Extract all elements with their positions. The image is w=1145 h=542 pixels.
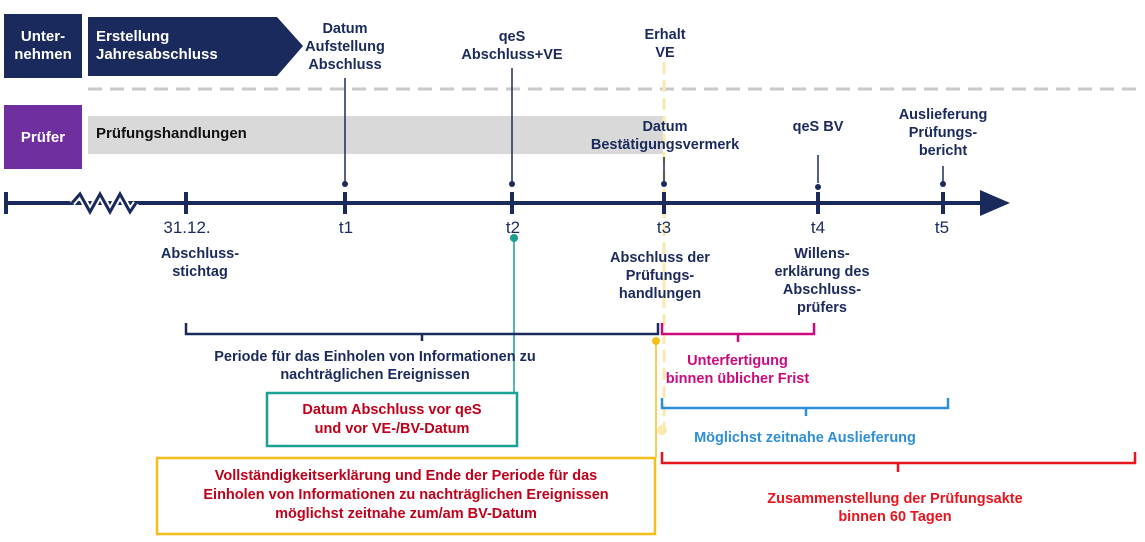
lane-unternehmen-label: Unter- nehmen [14, 28, 72, 63]
phase-erstellung-label: Erstellung Jahresabschluss [96, 28, 218, 63]
event-erhalt-ve: Erhalt VE [644, 27, 686, 61]
event-abschlussstichtag: Abschluss- stichtag [160, 246, 240, 280]
connector-t2-dot [509, 181, 515, 187]
brace-pruefungsakte [660, 452, 1137, 472]
event-abschluss-pruefungshandlungen: Abschluss der Prüfungs- handlungen [610, 250, 710, 302]
phase-pruefungshandlungen-label: Prüfungshandlungen [96, 125, 247, 142]
event-datum-bv: Datum Bestätigungsvermerk [590, 119, 740, 153]
brace-periode [184, 323, 660, 341]
box-datum-abschluss-text: Datum Abschluss vor qeS und vor VE-/BV-D… [302, 402, 482, 437]
lane-pruefer: Prüfer [4, 105, 82, 169]
tick-label-t1: t1 [338, 218, 354, 237]
tick-label-t5: t5 [934, 218, 950, 237]
connector-t4-dot [815, 184, 821, 190]
brace-unterfertigung [660, 323, 816, 342]
connector-t1-dot [342, 181, 348, 187]
connector-t3-dot [661, 181, 667, 187]
phase-pruefungshandlungen-bar: Prüfungshandlungen [88, 116, 663, 154]
event-datum-aufstellung: Datum Aufstellung Abschluss [305, 21, 385, 73]
period-auslieferung-label: Möglichst zeitnahe Auslieferung [694, 430, 916, 446]
event-qes-abschluss: qeS Abschluss+VE [461, 29, 563, 63]
timeline-break-zigzag [70, 190, 138, 216]
phase-erstellung-arrow [88, 17, 303, 76]
tick-label-t4: t4 [810, 218, 826, 237]
period-pruefungsakte-label: Zusammenstellung der Prüfungsakte binnen… [767, 491, 1023, 525]
box-vollstaendigkeit-frame [155, 456, 657, 536]
box-vollstaendigkeit-text: Vollständigkeitserklärung und Ende der P… [203, 468, 609, 522]
tick-label-t3: t3 [656, 218, 672, 237]
lane-pruefer-label: Prüfer [20, 128, 66, 146]
yellow-faint-dot [657, 425, 667, 435]
tick-label-t2: t2 [505, 218, 521, 237]
brace-auslieferung [660, 398, 950, 416]
event-qes-bv: qeS BV [792, 119, 844, 135]
event-willenserklaerung: Willens- erklärung des Abschluss- prüfer… [774, 246, 870, 316]
connector-t5-dot [940, 181, 946, 187]
period-einholen-label: Periode für das Einholen von Information… [214, 349, 536, 383]
event-auslieferung: Auslieferung Prüfungs- bericht [898, 107, 988, 159]
box-datum-abschluss-frame [265, 391, 519, 448]
period-unterfertigung-label: Unterfertigung binnen üblicher Frist [665, 353, 810, 387]
timeline-arrowhead [980, 190, 1010, 216]
tick-label-3112: 31.12. [163, 218, 211, 237]
lane-unternehmen: Unter- nehmen [4, 14, 82, 78]
